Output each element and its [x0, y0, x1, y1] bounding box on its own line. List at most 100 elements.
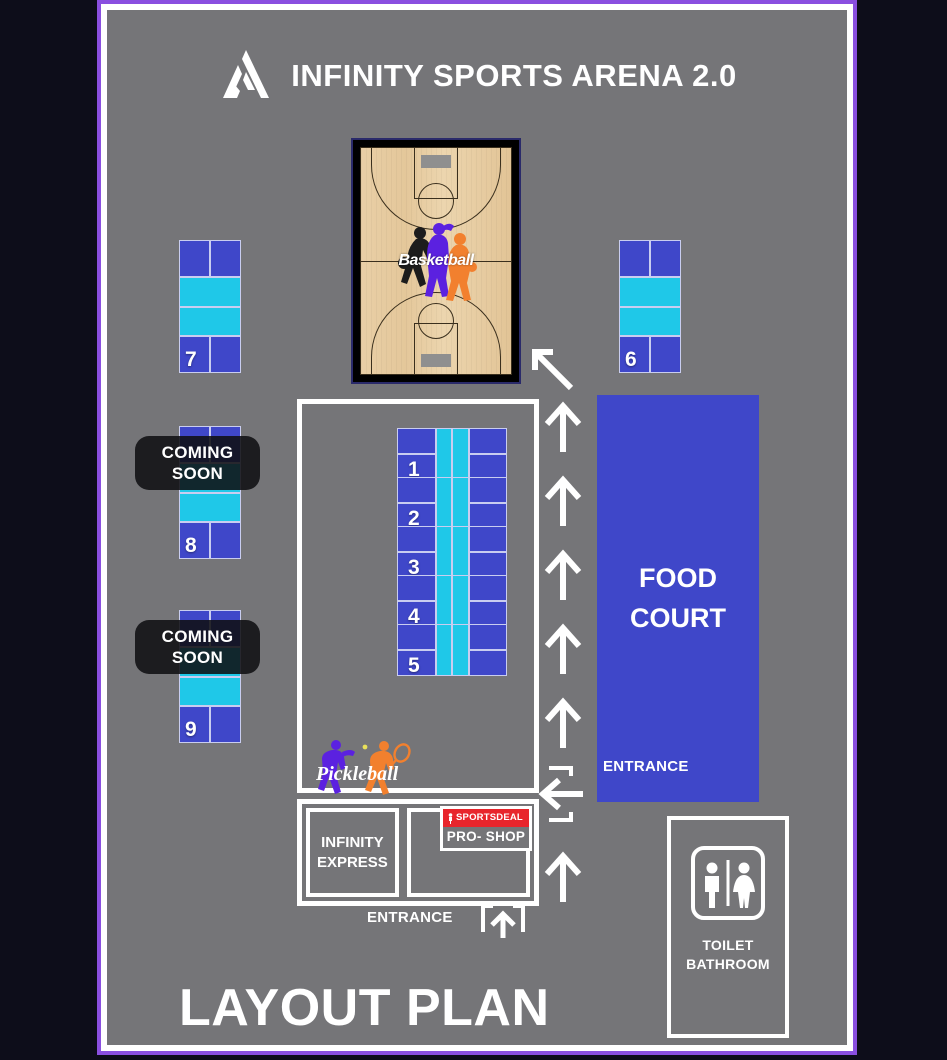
toilet-bathroom-area[interactable]: TOILET BATHROOM: [667, 816, 789, 1038]
court-6-surface: [619, 240, 681, 373]
court-1-kitchen-left: [435, 428, 452, 480]
court-6-service-box-3: [619, 335, 650, 373]
food-court-area[interactable]: FOOD COURT: [597, 395, 759, 802]
court-7-kitchen-bottom: [179, 306, 241, 336]
court-5-surface: [397, 624, 507, 676]
court-7-service-box-1: [179, 240, 210, 278]
restroom-male-female-icon: [691, 846, 765, 920]
arrow-up-icon-6: [544, 851, 582, 902]
court-4-service-box-2: [397, 601, 436, 627]
pickleball-court-6[interactable]: 6: [619, 240, 681, 373]
court-6-service-box-4: [650, 335, 681, 373]
hoop-top: [421, 155, 451, 168]
court-6-kitchen-top: [619, 277, 681, 307]
toilet-line1: TOILET: [702, 937, 754, 953]
court-9-kitchen-bottom: [179, 676, 241, 706]
purple-pickleball-player-silhouette: [318, 740, 355, 794]
court-3-kitchen-left: [435, 526, 452, 578]
hoop-bottom: [421, 354, 451, 367]
arrow-up-icon-5: [544, 697, 582, 748]
pickleball-court-7[interactable]: 7: [179, 240, 241, 373]
pickleball-court-4[interactable]: 4: [397, 575, 507, 628]
court-3-service-box-3: [468, 526, 507, 552]
header: INFINITY SPORTS ARENA 2.0: [107, 48, 847, 104]
page-title: INFINITY SPORTS ARENA 2.0: [291, 58, 737, 93]
court-9-service-box-3: [179, 705, 210, 743]
pickleball-court-1[interactable]: 1: [397, 428, 507, 481]
infinity-express-shop[interactable]: INFINITY EXPRESS: [306, 808, 399, 897]
court-6-service-box-2: [650, 240, 681, 278]
court-4-surface: [397, 575, 507, 627]
coming-soon-line2: SOON: [171, 648, 224, 667]
sportsdeal-brand-text: SPORTSDEAL: [456, 812, 523, 823]
court-5-zone-left: [397, 624, 436, 676]
coming-soon-line2: SOON: [171, 464, 224, 483]
court-3-service-box-1: [397, 526, 436, 552]
main-hall-container: [297, 399, 539, 793]
court-7-service-box-2: [210, 240, 241, 278]
pickleball-court-3[interactable]: 3: [397, 526, 507, 579]
court-9-zone-bottom: [179, 705, 241, 743]
layout-plan-title: LAYOUT PLAN: [179, 979, 550, 1037]
court-7-surface: [179, 240, 241, 373]
court-2-kitchen-left: [435, 477, 452, 529]
court-6-zone-top: [619, 240, 681, 278]
entrance-bottom-arrow-icon: [481, 904, 525, 938]
court-1-service-box-3: [468, 428, 507, 454]
court-7-zone-bottom: [179, 335, 241, 373]
court-5-service-box-3: [468, 624, 507, 650]
court-6-zone-bottom: [619, 335, 681, 373]
infinity-express-line2: EXPRESS: [316, 853, 388, 871]
court-4-service-box-3: [468, 575, 507, 601]
black-player-silhouette: [398, 227, 434, 287]
male-figure-icon: [705, 862, 719, 908]
court-4-kitchen-left: [435, 575, 452, 627]
pickleball-court-2[interactable]: 2: [397, 477, 507, 530]
basketball-court[interactable]: Basketball: [351, 138, 521, 384]
arrow-up-icon-4: [544, 623, 582, 674]
orange-pickleball-player-silhouette: [365, 741, 411, 795]
entrance-label-bottom: ENTRANCE: [367, 909, 453, 926]
court-2-surface: [397, 477, 507, 529]
free-throw-circle-bottom: [418, 303, 454, 339]
sportsdeal-brand-bar: SPORTSDEAL: [443, 809, 529, 828]
circulation-arrows: [532, 349, 583, 902]
coming-soon-badge-court-9: COMING SOON: [135, 620, 260, 674]
court-3-zone-right: [468, 526, 507, 578]
coming-soon-line1: COMING: [161, 442, 234, 462]
pro-shop-unit[interactable]: SPORTSDEAL PRO- SHOP: [406, 806, 532, 897]
court-4-service-box-1: [397, 575, 436, 601]
court-5-kitchen-left: [435, 624, 452, 676]
court-5-service-box-1: [397, 624, 436, 650]
arrow-left-icon: [538, 766, 583, 822]
food-court-label: FOOD COURT: [630, 559, 726, 637]
court-5-service-box-4: [468, 650, 507, 676]
pickleball-logo: Pickleball: [315, 740, 411, 795]
court-2-zone-left: [397, 477, 436, 529]
court-1-zone-left: [397, 428, 436, 480]
court-2-zone-right: [468, 477, 507, 529]
toilet-line2: BATHROOM: [686, 955, 770, 972]
court-2-service-box-3: [468, 477, 507, 503]
court-6-kitchen-bottom: [619, 306, 681, 336]
court-1-zone-right: [468, 428, 507, 480]
arrow-up-icon-3: [544, 549, 582, 600]
court-8-service-box-3: [179, 521, 210, 559]
pickleball-ball-icon: [362, 744, 368, 750]
orange-player-silhouette: [446, 233, 477, 301]
court-7-zone-top: [179, 240, 241, 278]
court-1-service-box-2: [397, 454, 436, 480]
free-throw-circle-top: [418, 183, 454, 219]
court-5-service-box-2: [397, 650, 436, 676]
pro-shop-label: PRO- SHOP: [446, 829, 526, 845]
court-2-service-box-1: [397, 477, 436, 503]
court-8-zone-bottom: [179, 521, 241, 559]
pickleball-court-5[interactable]: 5: [397, 624, 507, 677]
arrow-diagonal-up-left-icon: [532, 349, 574, 391]
court-7-service-box-4: [210, 335, 241, 373]
court-8-service-box-4: [210, 521, 241, 559]
sportsdeal-pro-shop-sign[interactable]: SPORTSDEAL PRO- SHOP: [440, 806, 532, 851]
arrow-up-icon-1: [544, 401, 582, 452]
court-1-kitchen-right: [452, 428, 469, 480]
court-1-surface: [397, 428, 507, 480]
